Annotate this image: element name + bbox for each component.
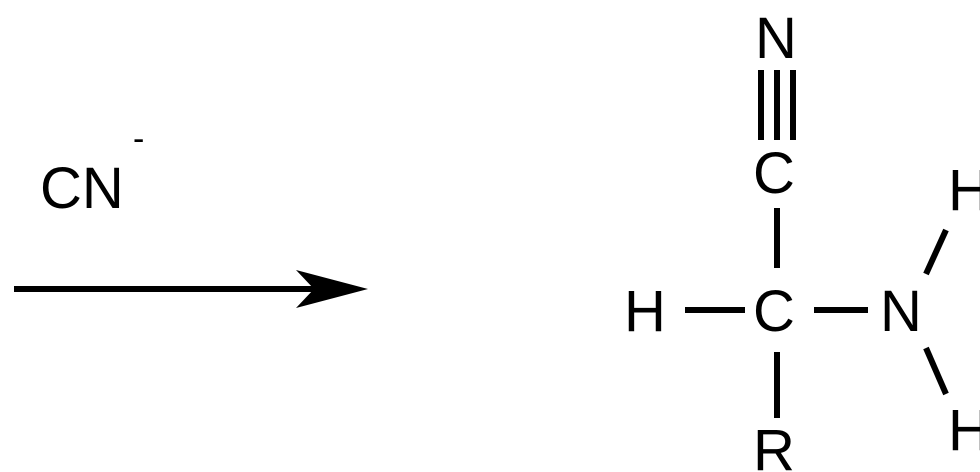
product-molecule: N C C H N R H H [624,6,980,472]
reaction-arrow [14,270,368,308]
atom-h-amine-top: H [948,158,980,223]
atom-r-group: R [753,418,795,472]
atom-amine-n: N [880,279,922,344]
bond-nh-bottom [923,346,949,396]
bond-nh-top [923,228,949,276]
reagent-cyanide: CN - [40,120,144,221]
atom-h-left: H [624,279,666,344]
atom-alpha-c: C [753,279,795,344]
bond-triple-cn [758,70,796,140]
reagent-formula: CN [40,156,124,221]
atom-h-amine-bottom: H [948,398,980,463]
atom-nitrile-c: C [753,141,795,206]
atom-nitrile-n: N [755,6,797,71]
reaction-arrow-head [296,270,368,308]
reagent-charge: - [133,120,144,158]
